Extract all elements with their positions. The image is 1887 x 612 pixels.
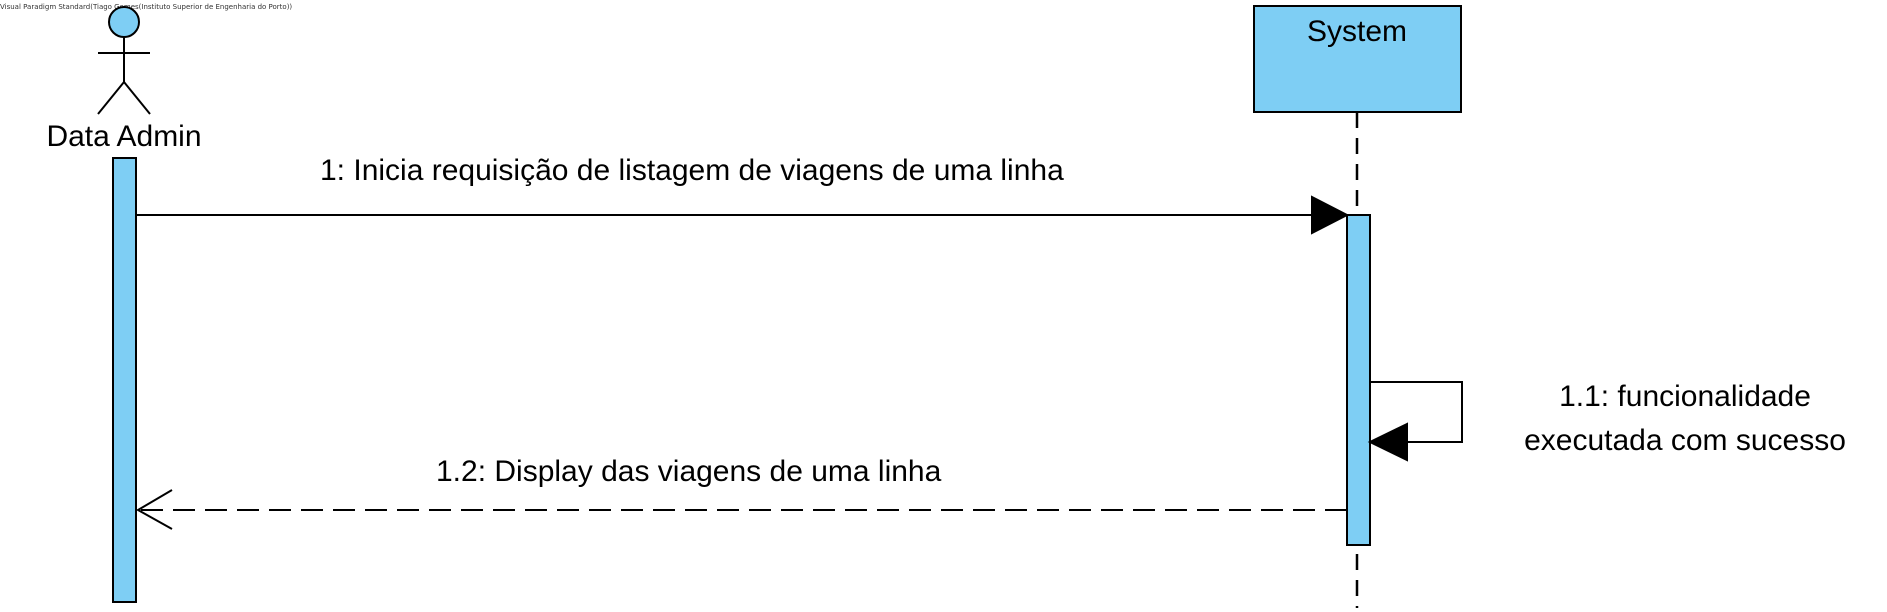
data-admin-activation-bar (112, 157, 137, 603)
message-1-1-loop-line (1370, 381, 1463, 443)
message-1-1[interactable]: 1.1: funcionalidade executada com sucess… (1367, 380, 1846, 462)
message-1-arrowhead (1311, 195, 1350, 235)
actor-data-admin[interactable]: Data Admin (46, 6, 202, 153)
system-header-label: System (1307, 15, 1407, 48)
system-activation-bar (1346, 214, 1371, 546)
message-1-1-label-line-2: executada com sucesso (1524, 424, 1846, 457)
actor-name-label: Data Admin (46, 120, 201, 153)
message-1-label: 1: Inicia requisição de listagem de viag… (320, 154, 1064, 187)
actor-right-leg (123, 81, 151, 115)
message-1-1-arrowhead (1367, 422, 1408, 462)
actor-left-leg (97, 81, 125, 115)
message-1-2-label: 1.2: Display das viagens de uma linha (436, 455, 942, 488)
lifeline-system[interactable]: System (1253, 5, 1462, 113)
message-1-2-open-arrowhead (135, 489, 173, 530)
system-header-box (1253, 5, 1462, 113)
actor-head (108, 6, 140, 38)
message-1[interactable]: 1: Inicia requisição de listagem de viag… (136, 154, 1350, 235)
message-1-1-label-line-1: 1.1: funcionalidade (1559, 380, 1811, 413)
watermark-text: Visual Paradigm Standard(Tiago Gomes(Ins… (0, 3, 292, 11)
message-1-2[interactable]: 1.2: Display das viagens de uma linha (135, 455, 1347, 530)
